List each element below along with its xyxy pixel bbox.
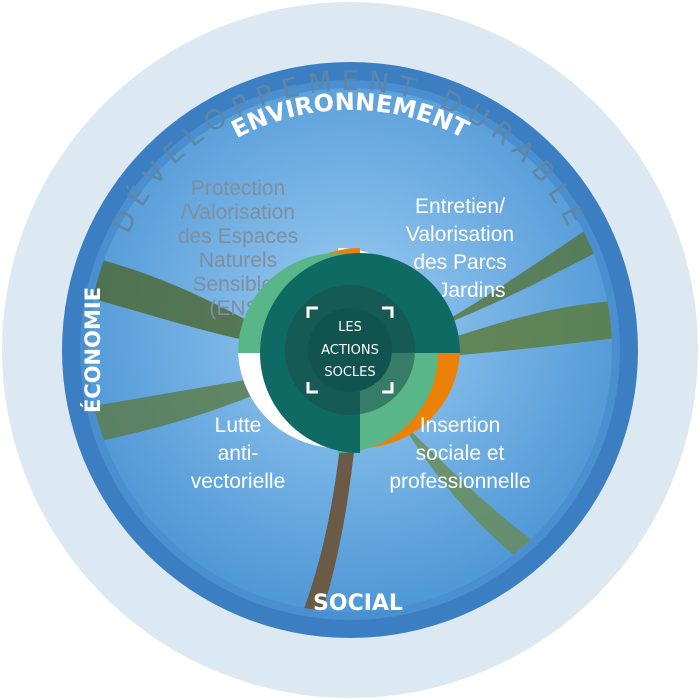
center-line-3: SOCLES — [324, 365, 375, 380]
center-brackets — [306, 306, 394, 394]
petal-parcs-line-2: Valorisation — [406, 223, 514, 246]
petal-insertion-line-1: Insertion — [420, 414, 501, 437]
petal-vector-line-2: anti- — [218, 442, 259, 465]
petal-insertion-line-3: professionnelle — [389, 470, 530, 493]
petal-ens-line-2: /Valorisation — [181, 201, 295, 224]
petal-vector-line-3: vectorielle — [191, 470, 286, 493]
stem — [300, 400, 360, 612]
petal-ens-line-3: des Espaces — [178, 225, 298, 248]
leaf-left — [88, 250, 300, 350]
center-line-1: LES — [338, 320, 362, 335]
petal-parcs-line-1: Entretien/ — [415, 195, 505, 218]
center-line-2: ACTIONS — [321, 343, 379, 358]
petal-parcs-line-3: des Parcs — [413, 251, 506, 274]
petal-vector-line-1: Lutte — [215, 414, 262, 437]
petal-ens-line-4: Naturels — [199, 249, 277, 272]
center-disc — [308, 308, 392, 392]
ring-label-bottom: SOCIAL — [313, 591, 403, 616]
petal-insertion-line-2: sociale et — [416, 442, 505, 465]
petal-ens-line-1: Protection — [191, 177, 286, 200]
ring-label-left: ÉCONOMIE — [80, 287, 105, 413]
